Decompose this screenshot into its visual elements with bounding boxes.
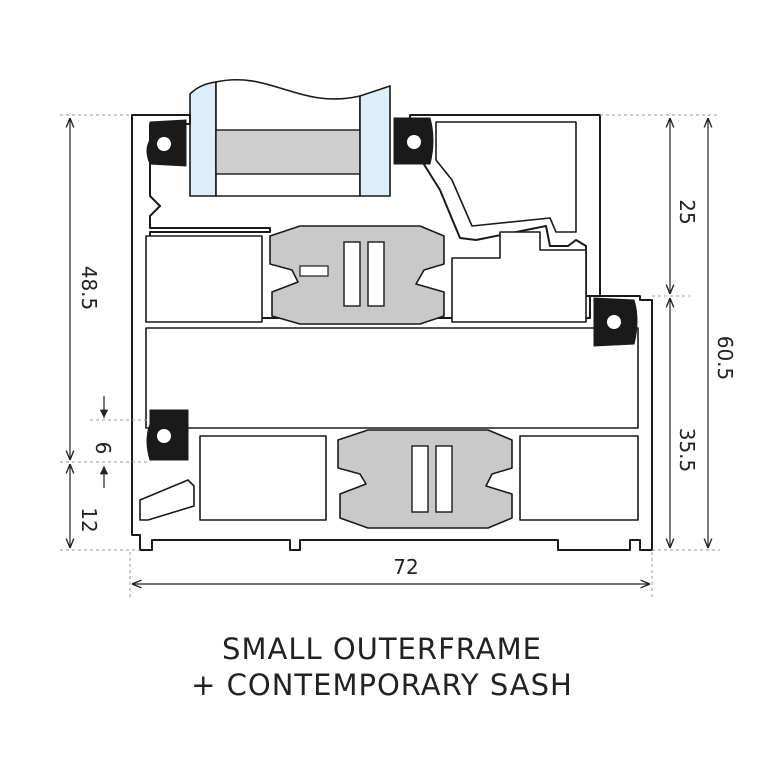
caption-line-1: SMALL OUTERFRAME xyxy=(222,632,542,666)
glass-pane-right xyxy=(359,84,391,197)
label-25: 25 xyxy=(675,199,699,224)
dimension-lines xyxy=(60,114,720,600)
chamber-lower-left xyxy=(199,435,327,521)
chamber-lower-right xyxy=(519,435,639,521)
label-12: 12 xyxy=(77,507,101,532)
gasket-top-left-hole xyxy=(157,137,171,151)
outer-frame-drip xyxy=(139,479,195,521)
gasket-bottom-left-hole xyxy=(157,429,171,443)
thermal-break-lower xyxy=(337,429,513,529)
dimension-labels: 48.5 6 12 25 35.5 60.5 72 xyxy=(77,199,737,579)
thermal-break-lower-slot-2 xyxy=(435,445,453,513)
chamber-upper-left xyxy=(145,235,263,323)
label-72: 72 xyxy=(393,555,418,579)
glass-pane-left xyxy=(189,81,217,197)
label-6: 6 xyxy=(91,442,115,455)
outer-frame-inner-chamber xyxy=(145,327,639,429)
sash-lower-chamber-right xyxy=(451,231,587,323)
caption-line-2: + CONTEMPORARY SASH xyxy=(191,668,573,702)
thermal-break-upper-slot-2 xyxy=(367,241,385,307)
label-35-5: 35.5 xyxy=(675,428,699,473)
gasket-top-sash-hole xyxy=(407,135,421,149)
thermal-break-upper-slot-3 xyxy=(299,265,329,277)
glazing-unit xyxy=(189,78,391,197)
gaskets xyxy=(146,117,638,461)
sash xyxy=(409,114,601,323)
gasket-right-hole xyxy=(607,315,621,329)
label-60-5: 60.5 xyxy=(713,336,737,381)
thermal-break-upper xyxy=(269,225,445,325)
sash-glazing-chamber xyxy=(435,121,577,233)
thermal-break-lower-slot-1 xyxy=(411,445,429,513)
left-chambers xyxy=(145,235,639,521)
glass-core xyxy=(215,129,361,175)
thermal-break-upper-slot-1 xyxy=(343,241,361,307)
label-48-5: 48.5 xyxy=(77,266,101,311)
